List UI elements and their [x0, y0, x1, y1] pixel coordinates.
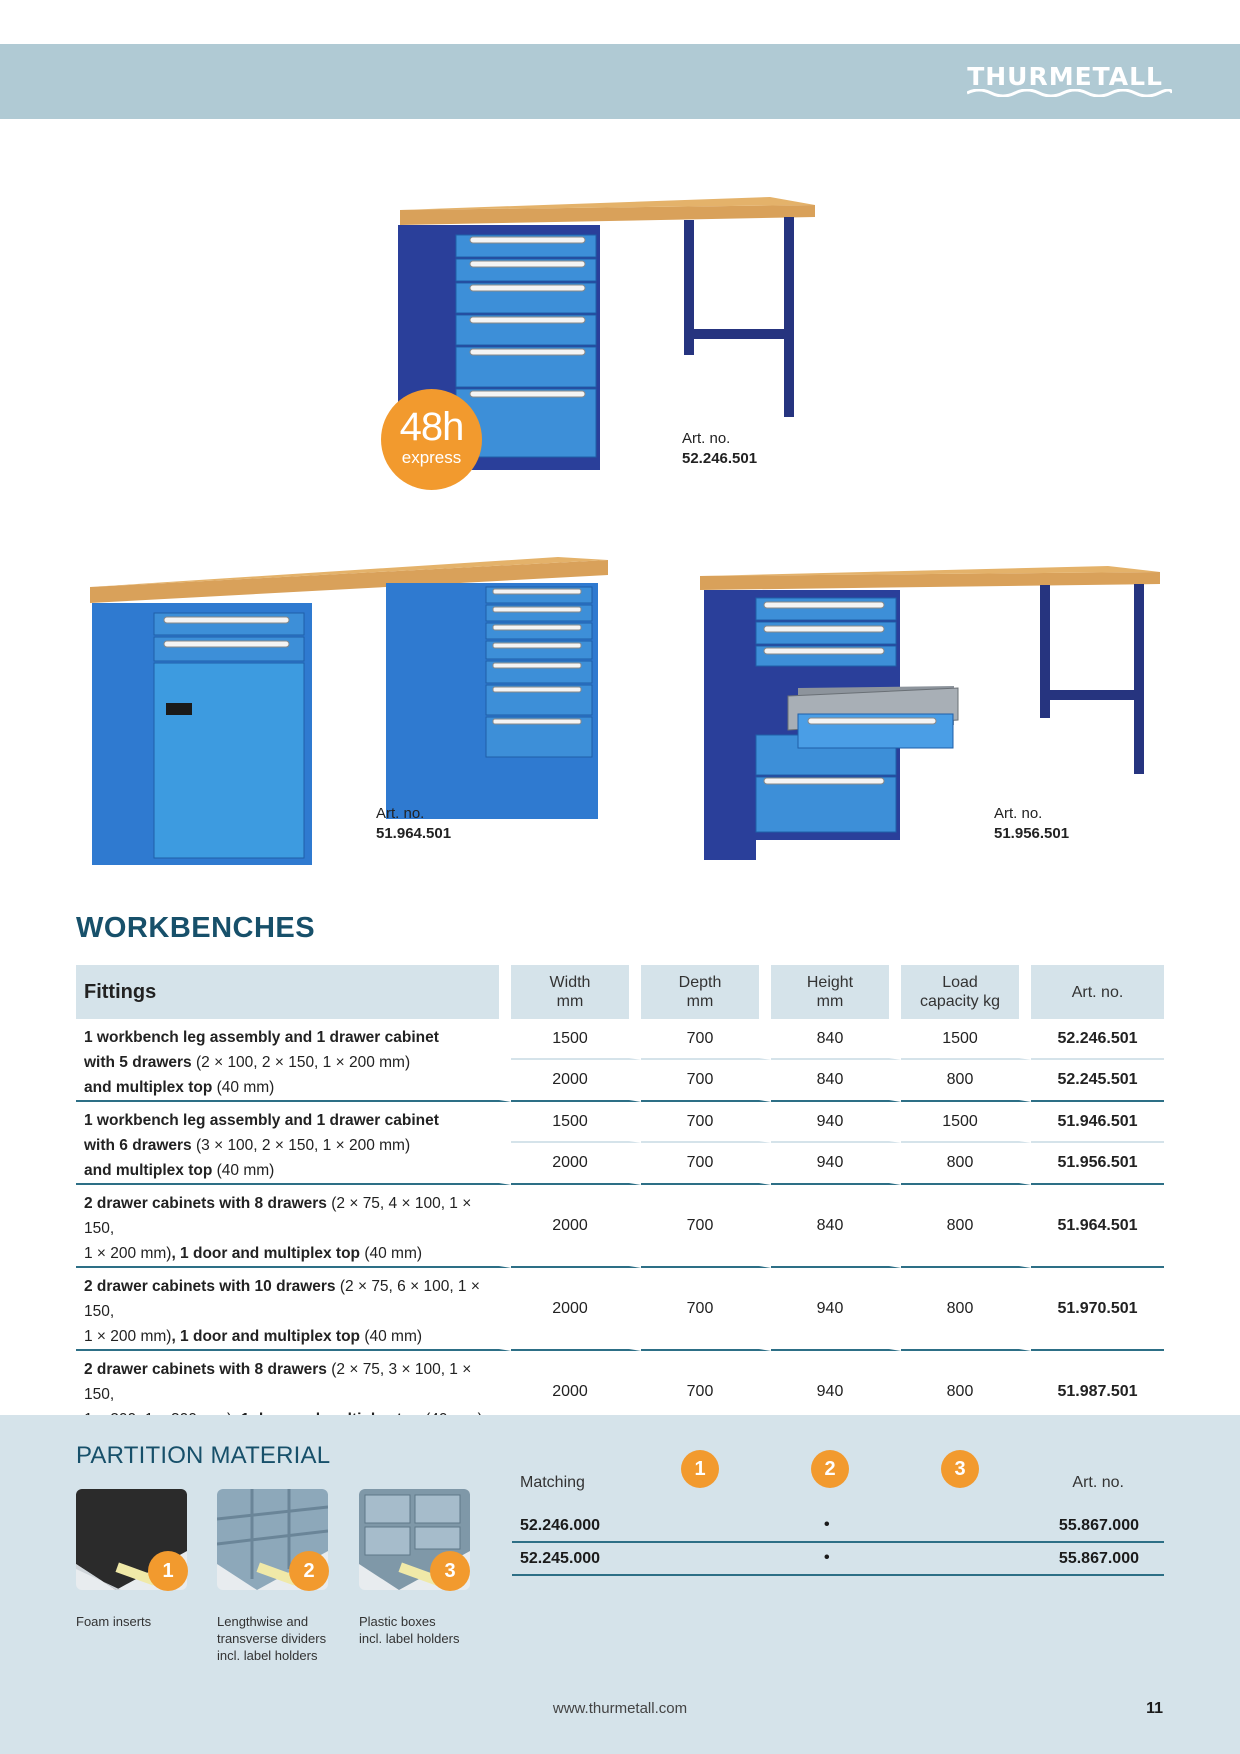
partition-section	[0, 1415, 1240, 1754]
cell-depth: 700	[641, 1019, 771, 1060]
fitting-description: 2 drawer cabinets with 10 drawers (2 × 7…	[76, 1268, 511, 1351]
matching-art-label: Art. no.	[1072, 1474, 1124, 1491]
cell-height: 940	[771, 1268, 901, 1351]
cell-height: 840	[771, 1185, 901, 1268]
matching-col-1: 1	[681, 1450, 719, 1488]
cell-width: 2000	[511, 1143, 641, 1185]
fitting-description: 1 workbench leg assembly and 1 drawer ca…	[76, 1102, 511, 1185]
partition-number-1: 1	[148, 1551, 188, 1591]
brand-logo: THURMETALL	[967, 62, 1173, 97]
cell-load: 1500	[901, 1102, 1031, 1143]
table-row: 52.245.000 • 55.867.000	[512, 1543, 1164, 1576]
header-bar: THURMETALL	[0, 44, 1240, 119]
caption-foam: Foam inserts	[76, 1614, 152, 1629]
cell-height: 840	[771, 1060, 901, 1102]
matching-art-no: 55.867.000	[1058, 1517, 1139, 1534]
table-row: 1 workbench leg assembly and 1 drawer ca…	[76, 1019, 1164, 1102]
cell-height: 940	[771, 1102, 901, 1143]
section-title-partition: PARTITION MATERIAL	[76, 1442, 331, 1469]
cell-art-no: 51.956.501	[1031, 1143, 1164, 1185]
header-fittings: Fittings	[76, 965, 511, 1019]
badge-time: 48h	[399, 405, 465, 449]
express-badge: 48h express	[381, 389, 482, 490]
art-label-3: Art. no. 51.956.501	[994, 804, 1069, 844]
cell-art-no: 52.246.501	[1031, 1019, 1164, 1060]
cell-art-no: 51.970.501	[1031, 1268, 1164, 1351]
cell-load: 800	[901, 1268, 1031, 1351]
cell-width: 1500	[511, 1102, 641, 1143]
art-label-text: Art. no.	[682, 430, 731, 447]
fitting-description: 1 workbench leg assembly and 1 drawer ca…	[76, 1019, 511, 1102]
table-row: 2 drawer cabinets with 10 drawers (2 × 7…	[76, 1268, 1164, 1351]
table-row: 2 drawer cabinets with 8 drawers (2 × 75…	[76, 1185, 1164, 1268]
cell-load: 1500	[901, 1019, 1031, 1060]
workbench-image-51956501	[700, 566, 1160, 860]
section-title-workbenches: WORKBENCHES	[76, 912, 316, 944]
cell-width: 2000	[511, 1185, 641, 1268]
art-number: 52.246.501	[682, 450, 758, 467]
table-row: 2000 700 940 800 51.956.501	[76, 1143, 1164, 1185]
cell-width: 2000	[511, 1351, 641, 1434]
art-label-text: Art. no.	[994, 805, 1043, 822]
cell-width: 1500	[511, 1019, 641, 1060]
table-row: 2000 700 840 800 52.245.501	[76, 1060, 1164, 1102]
workbench-image-51964501	[90, 557, 608, 865]
cell-height: 840	[771, 1019, 901, 1060]
partition-number-2: 2	[289, 1551, 329, 1591]
brand-logo-text: THURMETALL	[967, 62, 1163, 91]
art-number: 51.964.501	[376, 825, 452, 842]
footer-url[interactable]: www.thurmetall.com	[552, 1700, 688, 1717]
logo-wave-icon	[967, 89, 1173, 97]
cell-depth: 700	[641, 1268, 771, 1351]
art-label-1: Art. no. 52.246.501	[682, 429, 757, 469]
fitting-description: 2 drawer cabinets with 8 drawers (2 × 75…	[76, 1185, 511, 1268]
art-label-text: Art. no.	[376, 805, 425, 822]
matching-art-no: 55.867.000	[1058, 1550, 1139, 1567]
cell-depth: 700	[641, 1143, 771, 1185]
cell-load: 800	[901, 1185, 1031, 1268]
art-label-2: Art. no. 51.964.501	[376, 804, 451, 844]
cell-depth: 700	[641, 1060, 771, 1102]
matching-col-3: 3	[941, 1450, 979, 1488]
partition-number-3: 3	[430, 1551, 470, 1591]
matching-header: Matching Art. no.	[512, 1470, 1164, 1510]
cell-load: 800	[901, 1143, 1031, 1185]
cell-height: 940	[771, 1143, 901, 1185]
plastic-box-image	[359, 1489, 470, 1590]
badge-text: express	[401, 448, 462, 467]
cell-depth: 700	[641, 1185, 771, 1268]
matching-value: 52.245.000	[520, 1550, 601, 1567]
cell-art-no: 51.964.501	[1031, 1185, 1164, 1268]
table-row: 1 workbench leg assembly and 1 drawer ca…	[76, 1102, 1164, 1185]
cell-depth: 700	[641, 1102, 771, 1143]
table-row: 52.246.000 • 55.867.000	[512, 1510, 1164, 1543]
header-art-no: Art. no.	[1031, 965, 1164, 1019]
matching-value: 52.246.000	[520, 1517, 601, 1534]
match-dot: •	[824, 1549, 830, 1566]
matching-table: Matching Art. no. 52.246.000 • 55.867.00…	[512, 1470, 1164, 1576]
cell-width: 2000	[511, 1268, 641, 1351]
cell-load: 800	[901, 1060, 1031, 1102]
page-number: 11	[1146, 1700, 1163, 1717]
matching-col-2: 2	[811, 1450, 849, 1488]
cell-art-no: 51.946.501	[1031, 1102, 1164, 1143]
match-dot: •	[824, 1516, 830, 1533]
cell-art-no: 52.245.501	[1031, 1060, 1164, 1102]
matching-label: Matching	[520, 1474, 585, 1491]
cell-width: 2000	[511, 1060, 641, 1102]
art-number: 51.956.501	[994, 825, 1070, 842]
